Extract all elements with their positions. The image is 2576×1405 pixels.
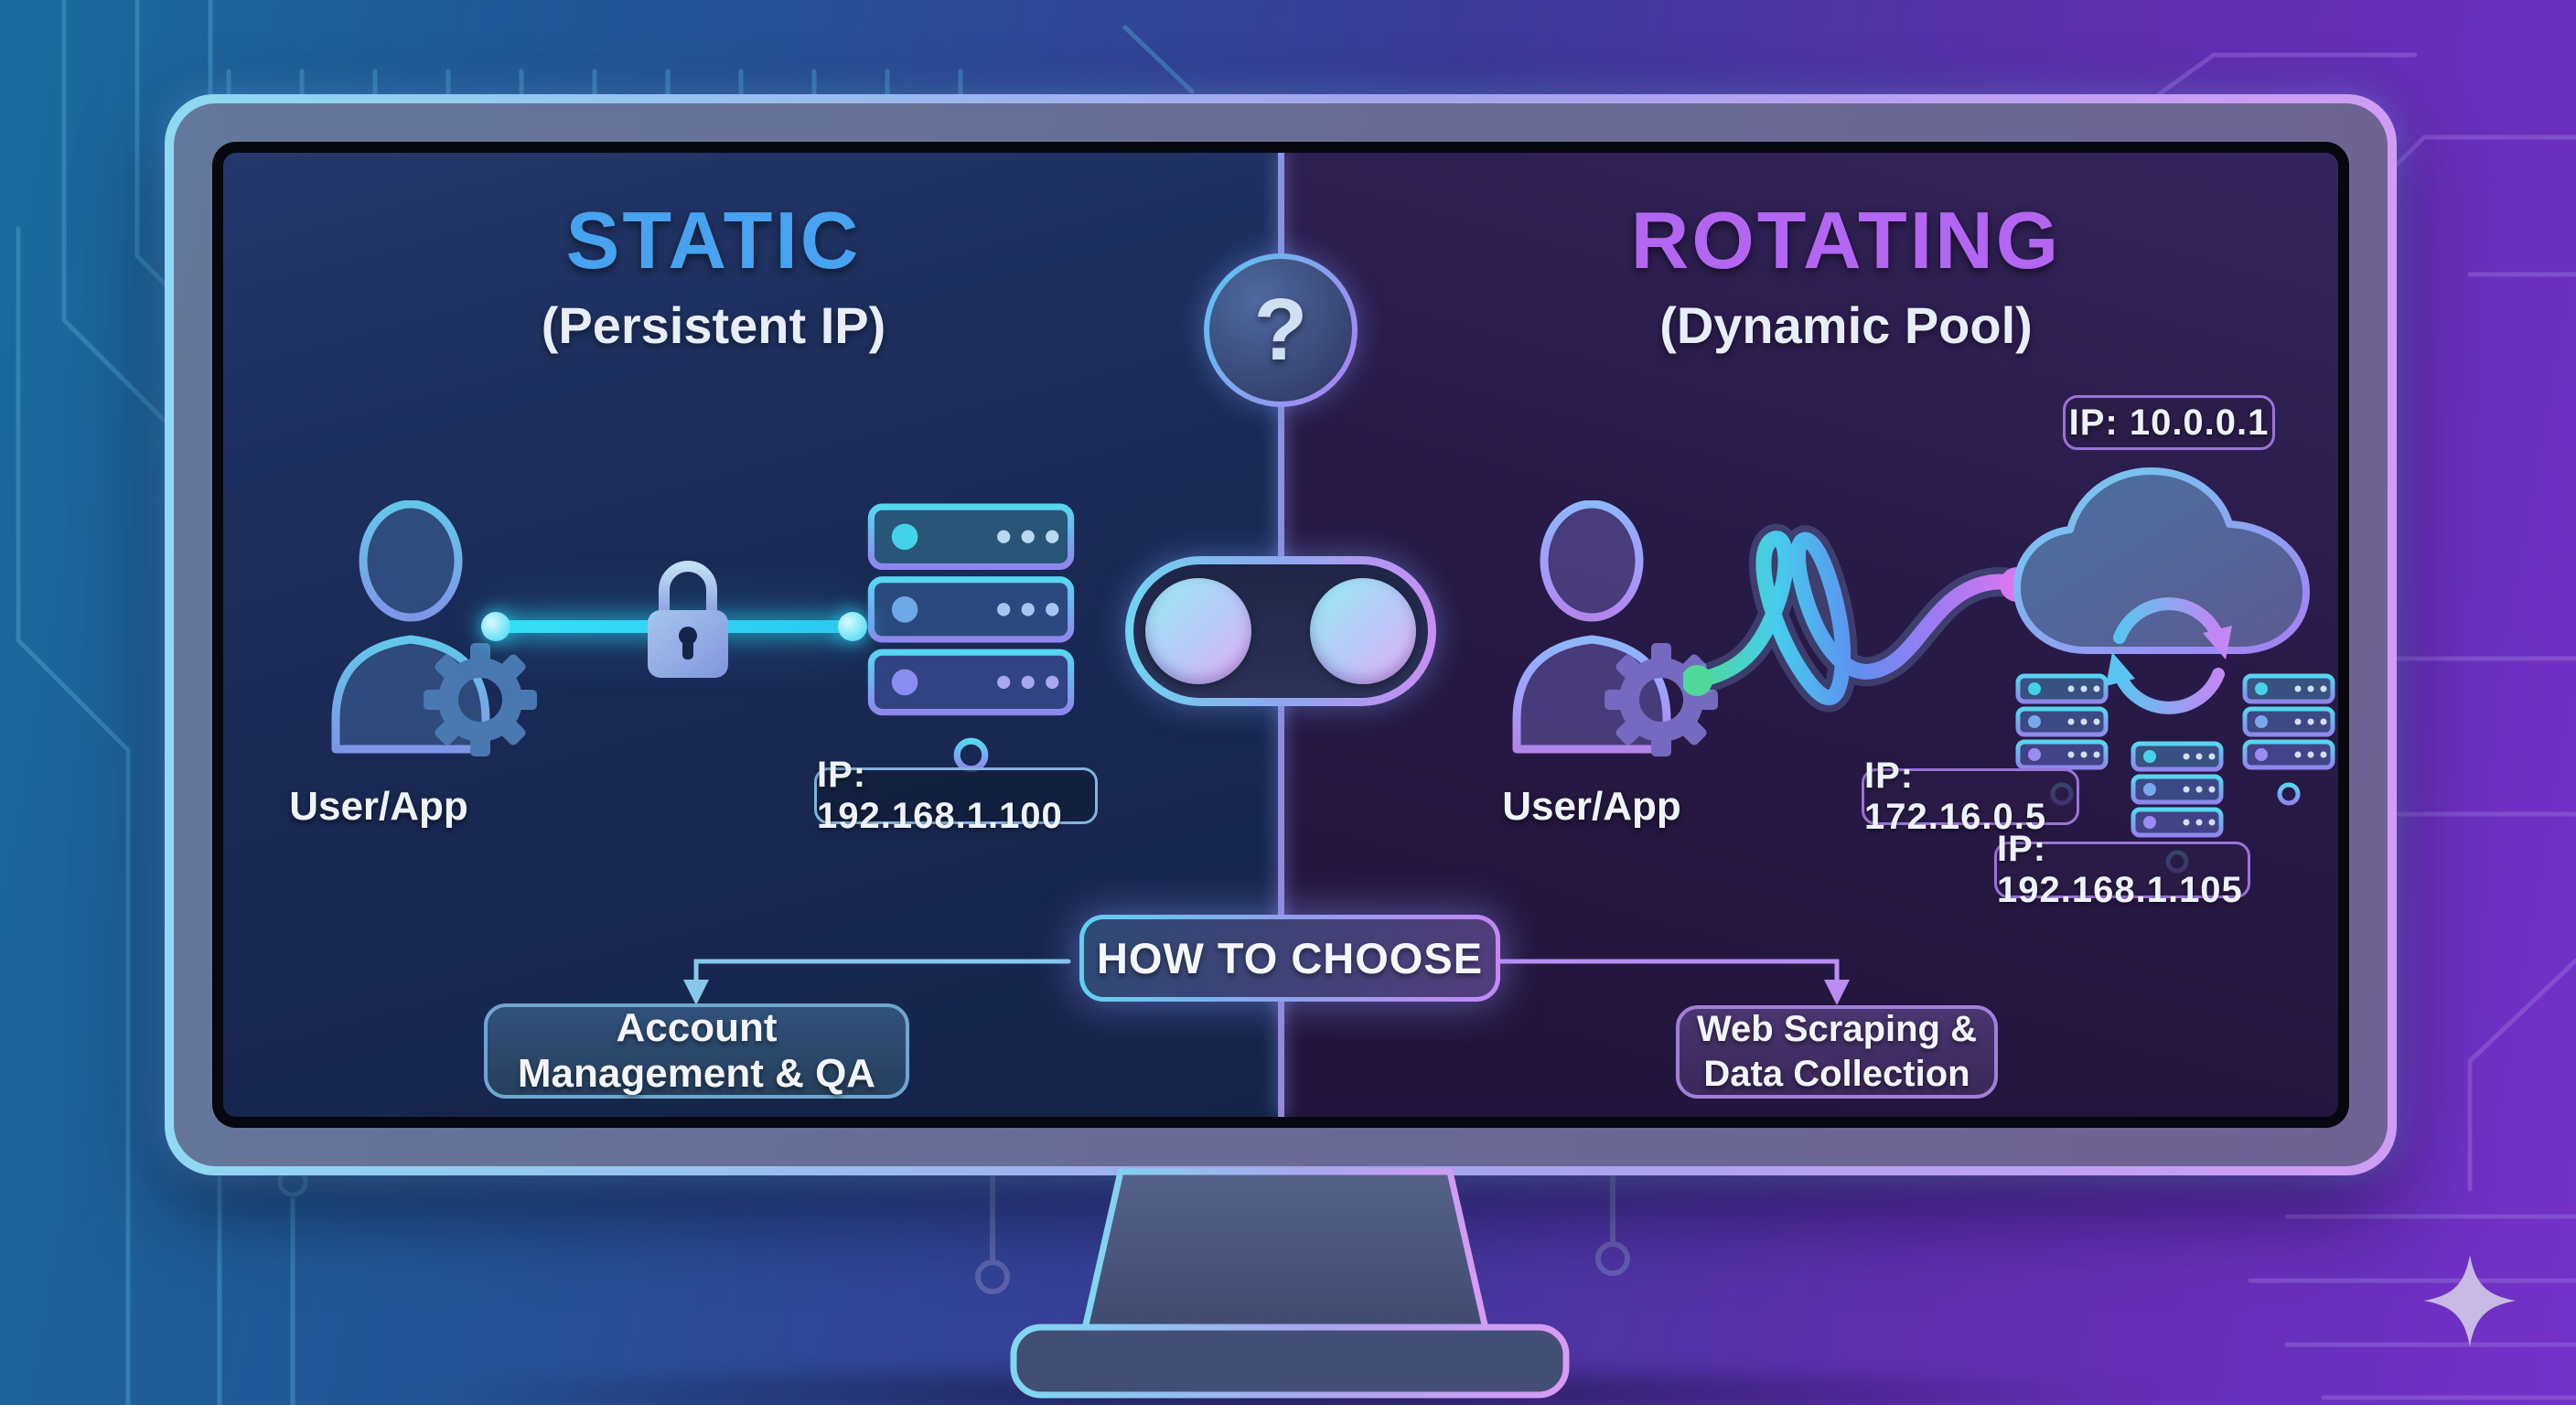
rotating-title-block: ROTATING (Dynamic Pool) <box>1317 200 2338 355</box>
question-badge: ? <box>1204 253 1358 407</box>
server-stack-icon <box>867 503 1075 773</box>
gear-icon <box>424 643 537 756</box>
static-title-block: STATIC (Persistent IP) <box>223 200 1242 355</box>
cloud-sync-icon <box>2013 467 2310 714</box>
question-icon: ? <box>1253 281 1308 379</box>
rotating-subtitle: (Dynamic Pool) <box>1659 296 2033 354</box>
lock-icon <box>648 561 728 678</box>
how-to-choose-label: HOW TO CHOOSE <box>1096 934 1484 982</box>
toggle-track[interactable] <box>1133 564 1428 698</box>
static-ip-badge: IP: 192.168.1.100 <box>814 755 1098 836</box>
rotating-ip-badge: IP: 10.0.0.1 <box>2063 395 2275 450</box>
screen: STATIC (Persistent IP) ROTATING (Dynamic… <box>223 153 2338 1117</box>
user-gear-icon <box>1512 500 1718 756</box>
rotating-use-case: Web Scraping & Data Collection <box>1676 1005 1998 1099</box>
choose-connectors <box>683 959 1850 1005</box>
toggle-knob-right[interactable] <box>1310 578 1416 684</box>
mode-toggle[interactable] <box>1125 556 1436 706</box>
rotating-user-label: User/App <box>1502 784 1681 829</box>
static-title: STATIC <box>565 195 862 285</box>
static-use-case: Account Management & QA <box>484 1003 909 1099</box>
connection-endpoint-icon <box>838 612 867 641</box>
static-subtitle: (Persistent IP) <box>541 296 886 354</box>
screen-inner-frame: STATIC (Persistent IP) ROTATING (Dynamic… <box>212 142 2349 1128</box>
server-stack-icon <box>2242 673 2335 806</box>
monitor-bezel: STATIC (Persistent IP) ROTATING (Dynamic… <box>174 103 2388 1166</box>
static-user-label: User/App <box>289 784 468 829</box>
arrow-down-icon <box>683 980 709 1005</box>
rotate-arrows-icon <box>2106 597 2232 714</box>
monitor-frame: STATIC (Persistent IP) ROTATING (Dynamic… <box>165 94 2397 1175</box>
rotating-title: ROTATING <box>1630 195 2062 285</box>
monitor-stand <box>1010 1168 1570 1399</box>
how-to-choose-button[interactable]: HOW TO CHOOSE <box>1079 915 1500 1002</box>
arrow-down-icon <box>1824 980 1850 1005</box>
gear-icon <box>1605 643 1718 756</box>
user-gear-icon <box>331 500 537 756</box>
sparkle-icon <box>2424 1255 2516 1346</box>
toggle-knob-left[interactable] <box>1145 578 1251 684</box>
connection-endpoint-icon <box>481 612 510 641</box>
